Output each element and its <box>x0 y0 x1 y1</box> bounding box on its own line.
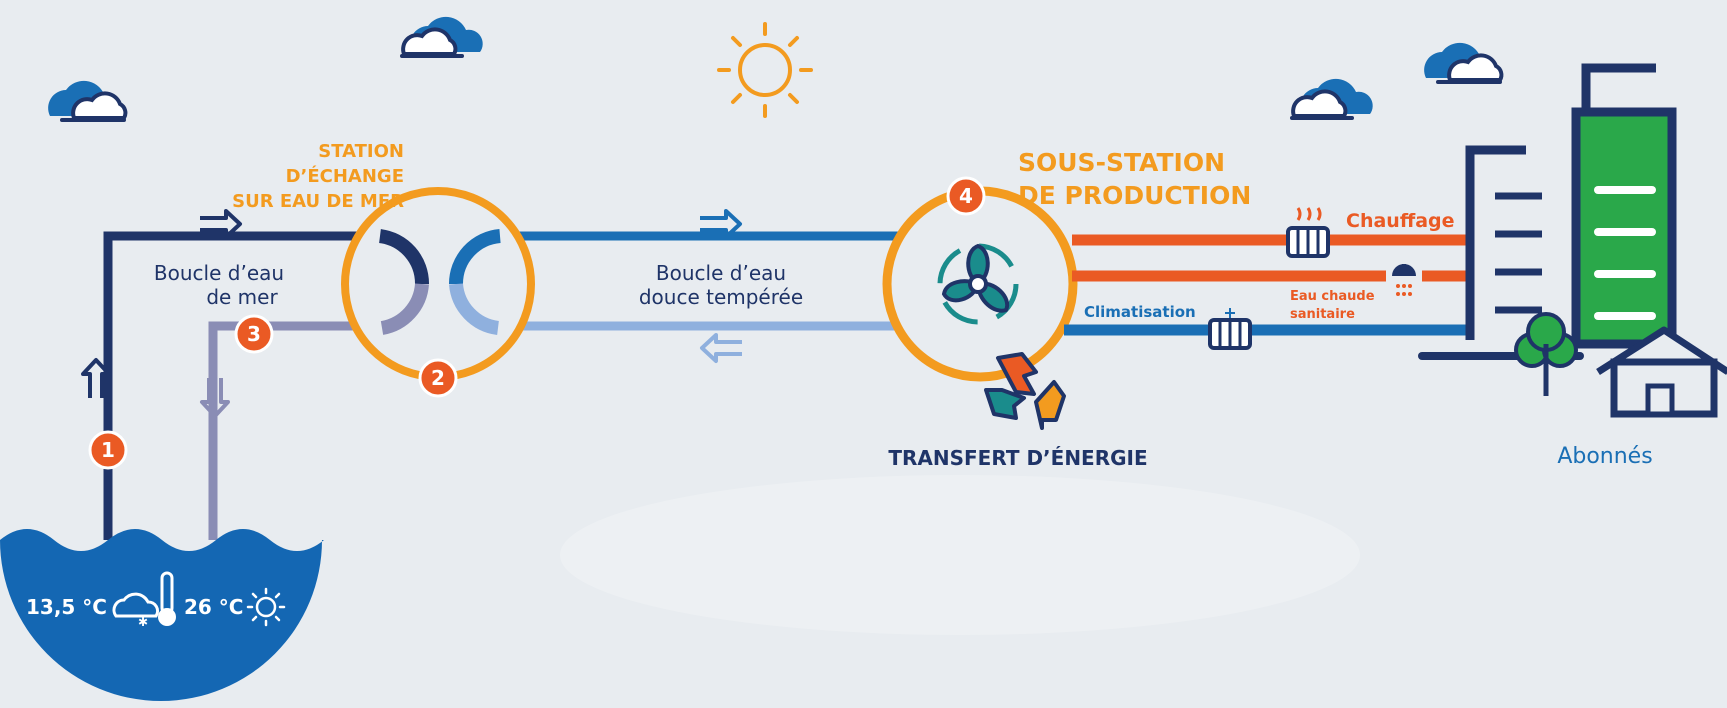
svg-text:4: 4 <box>959 184 973 208</box>
sea-loop-label-1: Boucle d’eau <box>154 261 284 285</box>
fresh-loop-label-1: Boucle d’eau <box>656 261 786 285</box>
heating-label: Chauffage <box>1346 210 1455 232</box>
temp-summer-label: 26 °C <box>184 595 243 619</box>
hot-water-label-2: sanitaire <box>1290 307 1355 322</box>
temp-winter-label: 13,5 °C <box>26 595 107 619</box>
sub-station <box>882 186 1078 382</box>
cooling-label: Climatisation <box>1084 303 1196 321</box>
cloud-icon <box>1290 78 1373 120</box>
cloud-icon <box>1424 42 1504 84</box>
shower-icon <box>1386 258 1422 306</box>
svg-text:2: 2 <box>431 366 445 390</box>
arrow-icon <box>700 209 742 239</box>
svg-text:3: 3 <box>247 322 261 346</box>
ground-shadow <box>560 475 1360 635</box>
sun-icon <box>246 587 286 627</box>
exchange-station <box>341 187 535 381</box>
sun-icon <box>717 22 813 118</box>
svg-text:✱: ✱ <box>138 615 148 629</box>
arrow-icon <box>700 333 742 363</box>
cloud-icon: ✱ <box>112 592 160 629</box>
svg-text:1: 1 <box>101 438 115 462</box>
radiator-icon <box>1208 308 1252 350</box>
step-badge-4: 4 <box>946 176 986 216</box>
hot-water-label-1: Eau chaude <box>1290 289 1375 304</box>
house-icon <box>1596 326 1727 418</box>
substation-label-2: DE PRODUCTION <box>1018 181 1251 210</box>
cloud-icon <box>400 16 483 58</box>
subscribers-label: Abonnés <box>1557 444 1652 469</box>
sea-return-pipe <box>208 321 385 540</box>
station-label-1: STATION <box>318 141 404 162</box>
radiator-icon <box>1286 207 1330 258</box>
recycle-icon <box>984 352 1066 430</box>
transfer-label: TRANSFERT D’ÉNERGIE <box>888 446 1147 470</box>
step-badge-1: 1 <box>88 430 128 470</box>
cloud-icon <box>48 80 128 122</box>
fan-icon <box>937 243 1019 325</box>
station-label-2: D’ÉCHANGE <box>286 165 404 187</box>
arrow-icon <box>81 358 111 398</box>
arrow-icon <box>200 209 242 239</box>
thermometer-icon <box>158 571 176 626</box>
sea-loop-label-2: de mer <box>206 285 278 309</box>
fresh-loop-label-2: douce tempérée <box>639 285 803 309</box>
station-label-3: SUR EAU DE MER <box>232 191 404 212</box>
arrow-icon <box>200 378 230 418</box>
step-badge-2: 2 <box>418 358 458 398</box>
substation-label-1: SOUS-STATION <box>1018 148 1225 177</box>
tree-icon <box>1514 312 1578 396</box>
step-badge-3: 3 <box>234 314 274 354</box>
